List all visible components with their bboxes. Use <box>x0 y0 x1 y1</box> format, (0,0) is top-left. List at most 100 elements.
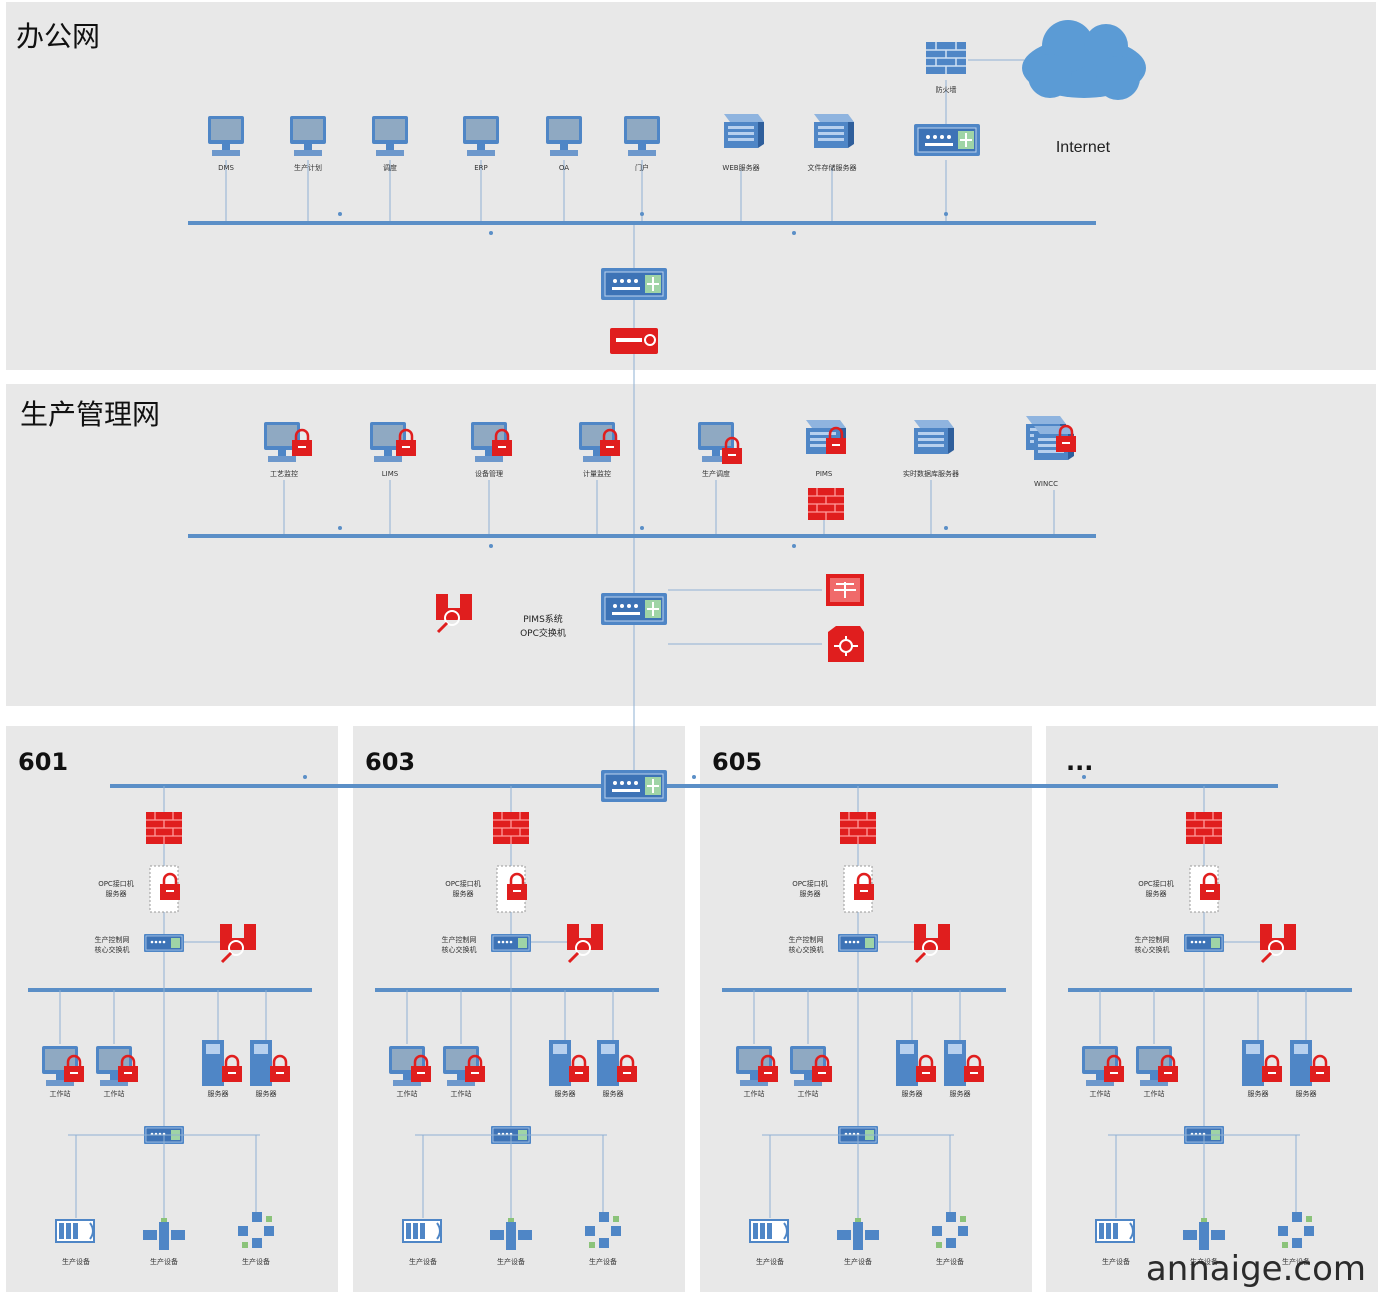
opc-server-label: OPC接口机 <box>1138 879 1174 888</box>
unit-section-1: OPC接口机服务器生产控制网核心交换机工作站工作站服务器服务器生产设备生产设备生… <box>375 786 659 1266</box>
host-label: 工作站 <box>104 1089 125 1098</box>
host-label: 工作站 <box>1090 1089 1111 1098</box>
unit-switch-label: 生产控制网 <box>442 935 477 944</box>
realtime-db-server-icon <box>914 420 954 454</box>
unit-switch-label: 核心交换机 <box>95 945 130 954</box>
office-device-label: WEB服务器 <box>722 163 759 172</box>
host-label: 服务器 <box>555 1089 576 1098</box>
field-device-label: 生产设备 <box>1282 1257 1310 1266</box>
cabinet-server-icon <box>202 1040 224 1086</box>
unit-zone-more <box>1046 726 1378 1292</box>
unit-section-2: OPC接口机服务器生产控制网核心交换机工作站工作站服务器服务器生产设备生产设备生… <box>722 786 1006 1266</box>
plc-icon <box>402 1219 442 1243</box>
prod-pc-4 <box>579 422 622 462</box>
field-device-label: 生产设备 <box>150 1257 178 1266</box>
opc-switch-label: PIMS系统 OPC交换机 <box>520 613 566 639</box>
office-pc-4 <box>463 116 499 156</box>
security-router-icon <box>828 626 864 662</box>
prod-device-label: 设备管理 <box>475 469 503 478</box>
unit-firewall-icon <box>145 811 183 845</box>
pims-server-icon <box>806 420 848 456</box>
gateway-device-icon <box>610 328 658 354</box>
office-pc-2 <box>290 116 326 156</box>
office-zone <box>6 2 1376 370</box>
unit-zone-605 <box>700 726 1032 1292</box>
office-device-label: 门户 <box>635 163 649 172</box>
unit-title-601: 601 <box>18 748 68 776</box>
internet-label: Internet <box>1056 139 1111 156</box>
field-device-label: 生产设备 <box>62 1257 90 1266</box>
field-device-label: 生产设备 <box>1102 1257 1130 1266</box>
field-device-label: 生产设备 <box>756 1257 784 1266</box>
unit-switch-label: 核心交换机 <box>1135 945 1170 954</box>
plc-icon <box>1095 1219 1135 1243</box>
field-device-label: 生产设备 <box>497 1257 525 1266</box>
unit-core-switch-icon <box>1183 933 1225 953</box>
office-firewall-icon <box>925 41 967 75</box>
office-core-switch-icon <box>600 267 668 301</box>
pims-firewall-icon <box>807 487 845 521</box>
cabinet-panel <box>601 1044 615 1054</box>
opc-server-label: 服务器 <box>1146 889 1167 898</box>
prod-pc-3 <box>471 422 514 462</box>
host-label: 工作站 <box>50 1089 71 1098</box>
unit-core-switch-icon <box>490 933 532 953</box>
host-label: 服务器 <box>950 1089 971 1098</box>
cabinet-panel <box>948 1044 962 1054</box>
office-device-label: OA <box>559 164 569 172</box>
cabinet-server-icon <box>944 1040 966 1086</box>
host-label: 工作站 <box>798 1089 819 1098</box>
production-mgmt-zone <box>6 384 1376 706</box>
opc-server-label: 服务器 <box>106 889 127 898</box>
office-device-label: 调度 <box>383 163 397 172</box>
cabinet-server-icon <box>1242 1040 1264 1086</box>
office-device-label: 生产计划 <box>294 163 322 172</box>
prod-device-label: WINCC <box>1034 480 1058 488</box>
prod-device-label: PIMS <box>816 470 833 478</box>
host-label: 服务器 <box>603 1089 624 1098</box>
prod-device-label: 生产调度 <box>702 469 730 478</box>
cabinet-panel <box>1294 1044 1308 1054</box>
prod-device-label: 工艺监控 <box>270 469 298 478</box>
opc-server-label: OPC接口机 <box>445 879 481 888</box>
opc-switch-label-line: OPC交换机 <box>520 627 566 639</box>
unit-firewall-icon <box>839 811 877 845</box>
host-label: 服务器 <box>208 1089 229 1098</box>
production-zone-title: 生产管理网 <box>20 398 160 431</box>
unit-title-605: 605 <box>712 748 762 776</box>
host-label: 工作站 <box>1144 1089 1165 1098</box>
opc-switch-label-line: PIMS系统 <box>523 613 563 625</box>
host-label: 服务器 <box>1296 1089 1317 1098</box>
cabinet-panel <box>553 1044 567 1054</box>
cabinet-server-icon <box>896 1040 918 1086</box>
opc-server-label: 服务器 <box>800 889 821 898</box>
unit-switch-label: 核心交换机 <box>442 945 477 954</box>
pims-opc-switch-icon <box>600 592 668 626</box>
web-server-icon <box>724 114 764 148</box>
cabinet-server-icon <box>1290 1040 1312 1086</box>
office-zone-title: 办公网 <box>16 20 100 53</box>
cabinet-server-icon <box>549 1040 571 1086</box>
office-edge-switch-icon <box>913 123 981 157</box>
cabinet-panel <box>254 1044 268 1054</box>
field-device-label: 生产设备 <box>409 1257 437 1266</box>
file-server-icon <box>814 114 854 148</box>
plc-icon <box>55 1219 95 1243</box>
host-label: 服务器 <box>902 1089 923 1098</box>
office-links <box>225 59 1024 786</box>
prod-device-label: LIMS <box>382 470 399 478</box>
prod-device-label: 实时数据库服务器 <box>903 469 959 478</box>
opc-server-label: 服务器 <box>453 889 474 898</box>
unit-section-0: OPC接口机服务器生产控制网核心交换机工作站工作站服务器服务器生产设备生产设备生… <box>28 786 312 1266</box>
office-pc-5 <box>546 116 582 156</box>
office-pc-3 <box>372 116 408 156</box>
host-label: 工作站 <box>451 1089 472 1098</box>
security-monitor-icon <box>826 574 864 606</box>
internet-cloud-icon <box>1022 20 1146 100</box>
office-firewall-label: 防火墙 <box>936 85 957 94</box>
host-label: 服务器 <box>1248 1089 1269 1098</box>
prod-links <box>283 480 1055 645</box>
opc-server-label: OPC接口机 <box>98 879 134 888</box>
unit-core-switch-icon <box>143 933 185 953</box>
